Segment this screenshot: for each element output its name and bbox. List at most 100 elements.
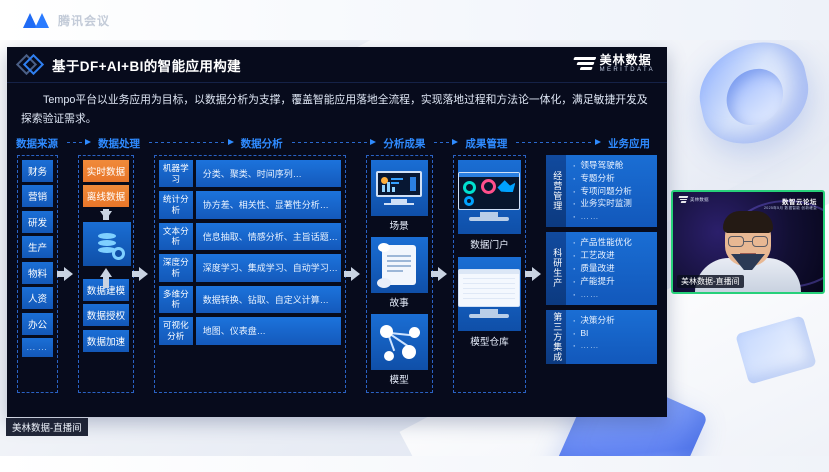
meeting-topbar: 腾讯会议 [0,0,829,40]
brand-name-cn: 美林数据 [599,53,652,67]
source-chip[interactable]: 财务 [22,159,54,182]
architecture-diagram: 财务 营销 研发 生产 物料 人资 办公 …… 实时数据 离线数据 [7,153,667,401]
arrow-right-icon [524,155,543,393]
business-card-operations[interactable]: 经营管理 领导驾驶舱 专题分析 专项问题分析 业务实时监测 …… [546,154,657,228]
source-chip[interactable]: 物料 [22,261,54,284]
diamond-logo-icon [15,53,45,76]
business-item-more: …… [571,338,652,354]
analysis-row[interactable]: 可视化分析 地图、仪表盘… [158,317,341,345]
analysis-row[interactable]: 文本分析 信息抽取、情感分析、主旨话题… [158,222,341,251]
source-chip[interactable]: 人资 [22,287,54,310]
analysis-key: 深度分析 [158,254,193,282]
flow-arrow-icon [290,138,377,148]
column-result-management: 数据门户 模型仓库 [452,154,527,393]
result-card-scenario[interactable]: 场景 [370,159,428,232]
result-card-model[interactable]: 模型 [370,313,428,386]
business-items: 决策分析 BI …… [566,309,657,364]
shared-slide[interactable]: 基于DF+AI+BI的智能应用构建 美林数据 MERITDATA Tempo平台… [7,47,667,417]
flow-arrow-icon [65,138,91,148]
business-card-research-production[interactable]: 科研生产 产品性能优化 工艺改进 质量改进 产能提升 …… [546,232,657,305]
business-key: 科研生产 [546,232,567,305]
business-key: 经营管理 [546,154,567,228]
network-nodes-icon [370,313,428,370]
portal-card-model-repository[interactable]: 模型仓库 [457,256,522,348]
analysis-key: 文本分析 [158,222,193,251]
analysis-row[interactable]: 多维分析 数据转换、钻取、自定义计算… [158,285,341,314]
portal-card-data-portal[interactable]: 数据门户 [457,159,522,251]
video-overlay-brand: 美林数据 [678,196,709,203]
processing-chip-offline[interactable]: 离线数据 [82,185,129,208]
monitor-dashboard-icon [370,159,428,216]
analysis-key: 可视化分析 [158,317,193,345]
meritdata-mark-icon [569,56,596,70]
slide-title: 基于DF+AI+BI的智能应用构建 [52,58,242,74]
column-data-sources: 财务 营销 研发 生产 物料 人资 办公 …… [17,154,59,393]
processing-chip-authorization[interactable]: 数据授权 [82,304,129,327]
arrow-right-icon [431,155,450,393]
analysis-value: 地图、仪表盘… [195,317,341,345]
column-business-applications: 经营管理 领导驾驶舱 专题分析 专项问题分析 业务实时监测 …… 科研生产 产品… [546,154,657,393]
meritdata-mark-icon [677,196,689,203]
video-tile-participant[interactable]: 美林数据 数智云论坛 2025年5月 数据智能 创新峰会 美林数据-直播间 [671,190,825,294]
analysis-value: 分类、聚类、时间序列… [195,159,341,188]
portal-label: 数据门户 [470,239,509,251]
portal-label: 模型仓库 [470,336,509,348]
flow-step-6: 业务应用 [608,137,651,150]
stream-name-caption: 美林数据-直播间 [6,418,88,436]
arrow-down-icon [83,208,129,220]
analysis-row[interactable]: 机器学习 分类、聚类、时间序列… [158,159,341,188]
model-repository-screen-icon [457,256,522,331]
analysis-value: 数据转换、钻取、自定义计算… [195,285,341,314]
database-gear-icon [82,221,131,266]
source-chip[interactable]: 研发 [22,210,54,233]
slide-paragraph: Tempo平台以业务应用为目标，以数据分析为支撑，覆盖智能应用落地全流程，实现落… [21,94,648,125]
business-card-third-party[interactable]: 第三方集成 决策分析 BI …… [546,309,657,364]
flow-arrow-icon [432,138,459,148]
arrow-up-icon [83,267,129,288]
arrow-right-icon [344,155,363,393]
column-data-analysis: 机器学习 分类、聚类、时间序列… 统计分析 协方差、相关性、显著性分析… 文本分… [153,154,346,393]
business-item: 工艺改进 [571,248,652,264]
avatar-head [723,211,773,266]
avatar-hair [723,211,773,233]
video-overlay-title-group: 数智云论坛 2025年5月 数据智能 创新峰会 [764,197,817,211]
flow-arrow-icon [147,138,234,148]
brand-name-en: MERITDATA [599,66,655,73]
business-item: 决策分析 [571,313,652,329]
business-item-more: …… [571,287,652,303]
flow-step-3: 数据分析 [240,137,283,150]
business-item: 产能提升 [571,274,652,290]
process-flow: 数据来源 数据处理 数据分析 分析成果 成果管理 业务应用 [7,133,667,153]
analysis-key: 多维分析 [158,285,193,314]
bottom-strip [0,456,829,472]
result-label: 模型 [389,374,409,386]
analysis-row[interactable]: 深度分析 深度学习、集成学习、自动学习… [158,254,341,282]
processing-chip-modeling[interactable]: 数据建模 [82,278,129,301]
business-item: 专题分析 [571,171,652,187]
analysis-row[interactable]: 统计分析 协方差、相关性、显著性分析… [158,191,341,219]
result-card-story[interactable]: 故事 [370,236,428,309]
business-item: 产品性能优化 [571,235,652,251]
result-label: 场景 [389,220,409,232]
source-chip[interactable]: 生产 [22,236,54,259]
participant-name-label: 美林数据-直播间 [677,275,744,288]
processing-chip-acceleration[interactable]: 数据加速 [82,329,129,352]
flow-step-2: 数据处理 [98,137,140,150]
app-name: 腾讯会议 [58,13,111,28]
business-item: 领导驾驶舱 [571,158,652,174]
source-chip[interactable]: 营销 [22,185,54,208]
source-chip[interactable]: 办公 [22,312,54,335]
analysis-key: 机器学习 [158,159,193,188]
analysis-value: 深度学习、集成学习、自动学习… [195,254,341,282]
arrow-right-icon [132,155,151,393]
slide-brand: 美林数据 MERITDATA [572,54,655,73]
column-data-processing: 实时数据 离线数据 数据建模 数据授权 数据加速 [77,154,134,393]
source-chip-more[interactable]: …… [22,338,54,358]
slide-header: 基于DF+AI+BI的智能应用构建 美林数据 MERITDATA [7,47,667,83]
processing-chip-realtime[interactable]: 实时数据 [82,159,129,182]
flow-step-4: 分析成果 [383,137,426,150]
video-overlay-brand-name: 美林数据 [690,196,709,202]
participant-avatar [695,211,801,292]
scroll-document-icon [370,236,428,293]
